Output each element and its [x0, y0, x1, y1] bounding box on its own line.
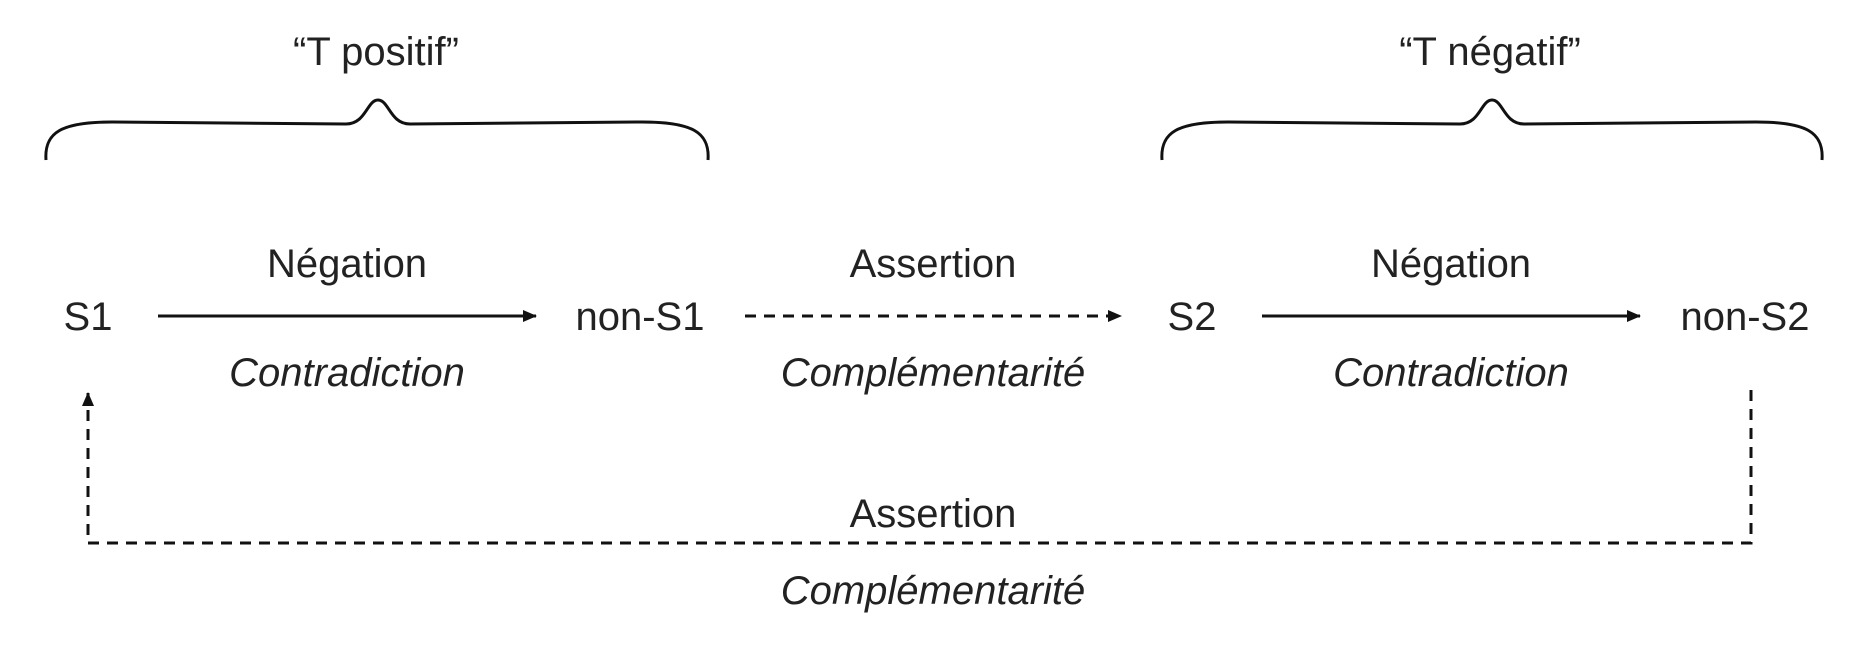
edge-label-contradiction-2: Contradiction — [1333, 351, 1569, 395]
group-label-positive: “T positif” — [293, 30, 459, 74]
edge-label-complementarite-1: Complémentarité — [781, 351, 1086, 395]
brace-positive — [44, 98, 710, 161]
node-s2: S2 — [1168, 295, 1217, 339]
node-s1: S1 — [64, 295, 113, 339]
edge-label-negation-1: Négation — [267, 242, 427, 286]
edge-label-contradiction-1: Contradiction — [229, 351, 465, 395]
edge-label-assertion-2: Assertion — [850, 492, 1017, 536]
edge-label-negation-2: Négation — [1371, 242, 1531, 286]
arrow-non-s2-to-s1 — [82, 390, 1753, 545]
brace-negative — [1160, 98, 1824, 161]
group-label-negative: “T négatif” — [1399, 30, 1581, 74]
node-non-s1: non-S1 — [576, 295, 705, 339]
edge-label-complementarite-2: Complémentarité — [781, 569, 1086, 613]
edge-label-assertion-1: Assertion — [850, 242, 1017, 286]
node-non-s2: non-S2 — [1681, 295, 1810, 339]
